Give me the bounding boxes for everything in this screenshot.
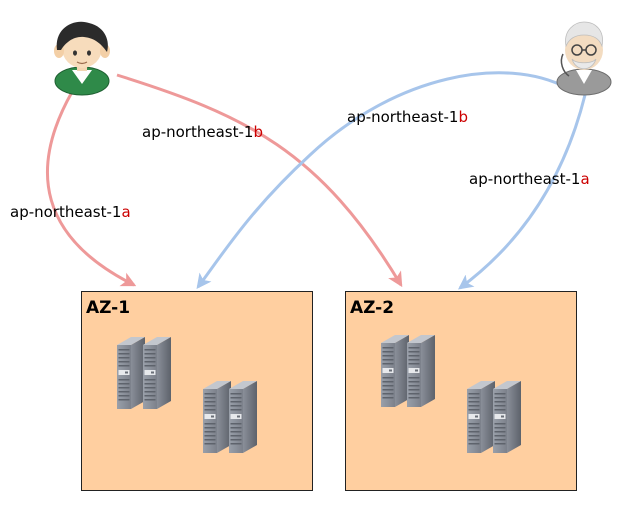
zone-box	[345, 291, 577, 491]
old-user-to-az1-arrow	[196, 71, 568, 290]
zone-title: AZ-1	[86, 298, 130, 318]
arrow-label: ap-northeast-1a	[469, 170, 590, 188]
arrow-label: ap-northeast-1a	[10, 203, 131, 221]
server-rack-icon	[381, 335, 435, 407]
zone-box	[81, 291, 313, 491]
arrow-label: ap-northeast-1b	[347, 108, 468, 126]
old-user-icon	[556, 21, 612, 96]
arrow-label: ap-northeast-1b	[142, 123, 263, 141]
server-rack-icon	[467, 381, 521, 453]
server-rack-icon	[203, 381, 257, 453]
young-user-to-az1-arrow	[45, 91, 137, 287]
availability-zone-2: AZ-2	[345, 291, 577, 491]
young-user-icon	[54, 21, 110, 96]
server-rack-icon	[117, 337, 171, 409]
young-user-to-az2-arrow	[116, 73, 403, 288]
availability-zone-1: AZ-1	[81, 291, 313, 491]
zone-title: AZ-2	[350, 298, 394, 318]
old-user-to-az2-arrow	[457, 94, 587, 290]
